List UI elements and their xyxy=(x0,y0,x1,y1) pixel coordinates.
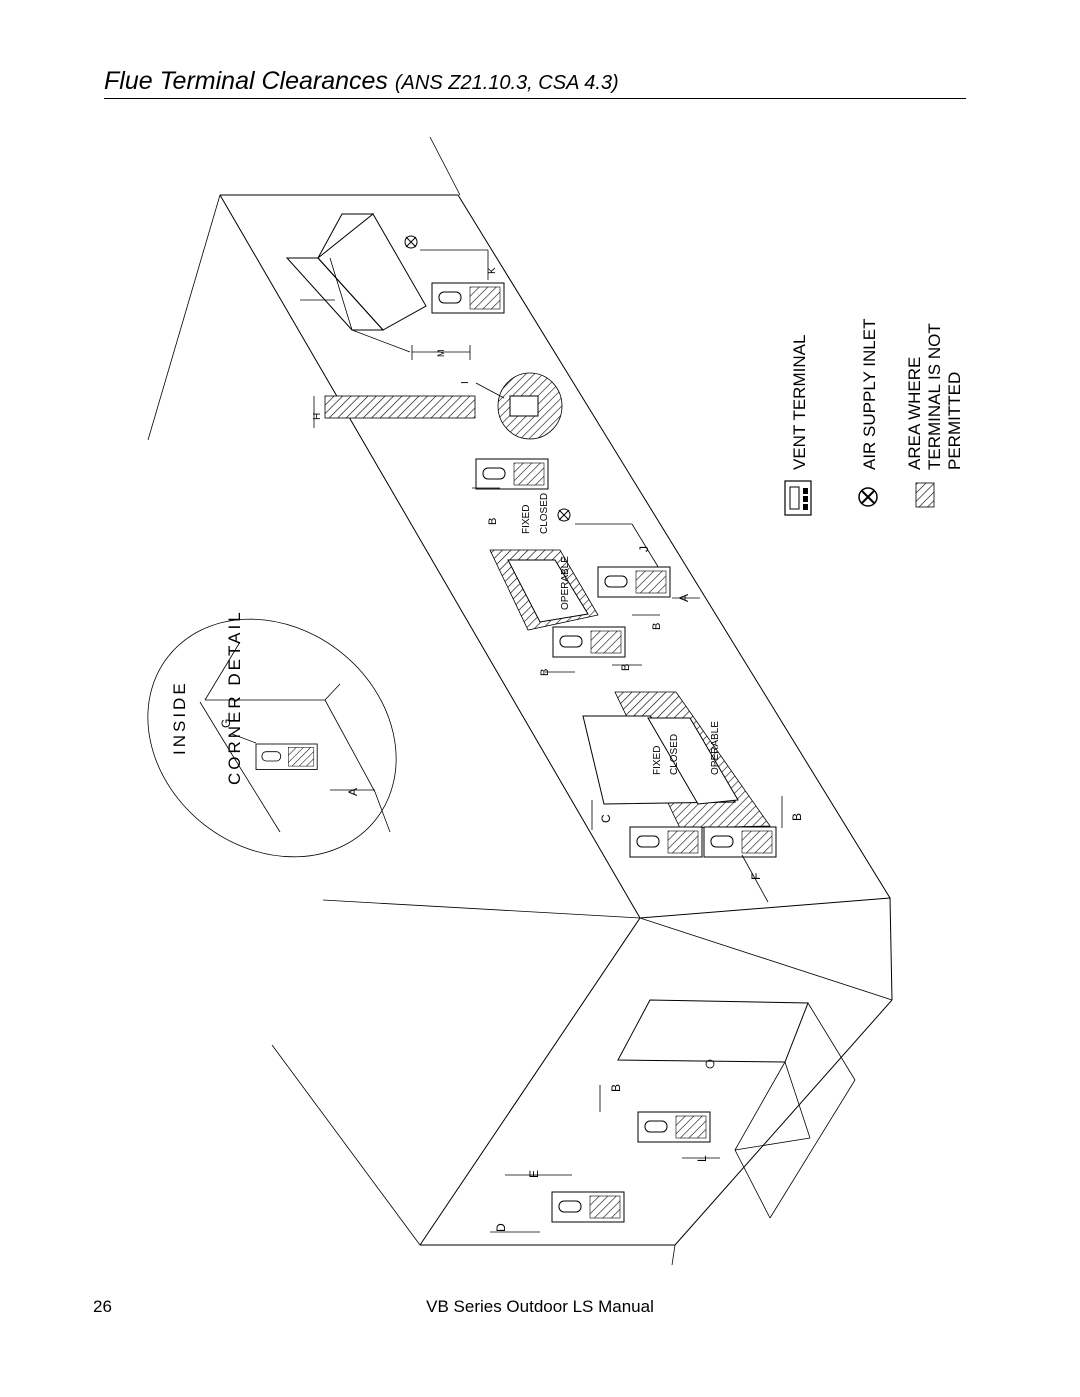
dimension-b-upper: B xyxy=(472,487,500,525)
hatch-area-legend-icon xyxy=(915,482,935,508)
vent-terminal-lower-left xyxy=(629,826,703,858)
label-g: G xyxy=(219,719,233,728)
legend-air-supply-inlet: AIR SUPPLY INLET xyxy=(860,319,879,470)
lower-window-operable: OPERABLE xyxy=(710,721,721,775)
dimensions-lower-wall: B L E D xyxy=(490,1084,720,1233)
meter-zone: H I xyxy=(312,372,563,440)
air-inlet-window: J xyxy=(557,508,661,571)
vent-terminal-upper xyxy=(475,458,549,490)
title-standard: (ANS Z21.10.3, CSA 4.3) xyxy=(394,72,619,94)
label-b-1: B xyxy=(487,518,499,525)
vent-terminal-top xyxy=(431,282,505,314)
label-m: M xyxy=(436,350,446,358)
detail-title-line2: CORNER DETAIL xyxy=(225,609,244,785)
vent-terminal-corner xyxy=(551,1191,625,1223)
upper-window: FIXED CLOSED OPERABLE xyxy=(489,493,599,631)
label-c: C xyxy=(599,814,613,823)
page-title: Flue Terminal Clearances (ANS Z21.10.3, … xyxy=(104,66,966,99)
legend-area-line2: TERMINAL IS NOT xyxy=(925,323,944,470)
label-h: H xyxy=(312,413,323,420)
label-i: I xyxy=(460,381,471,384)
label-b-5: B xyxy=(790,813,804,821)
upper-window-fixed: FIXED xyxy=(521,505,532,534)
label-e: E xyxy=(527,1170,541,1178)
label-b-2: B xyxy=(651,623,663,630)
dimensions-window: A B B B xyxy=(539,594,700,676)
dimensions-lower-window: C B F xyxy=(591,796,804,903)
air-inlet-top: K xyxy=(404,235,498,280)
building-outline xyxy=(147,136,893,1266)
inside-corner-detail: G A INSIDE CORNER DETAIL xyxy=(147,609,397,858)
vent-terminal-window-low xyxy=(552,626,626,658)
label-b-3: B xyxy=(539,669,551,676)
overhang-box xyxy=(285,213,427,353)
detail-title-line1: INSIDE xyxy=(170,680,189,755)
lower-window: FIXED CLOSED OPERABLE xyxy=(582,691,771,829)
dimension-m: M xyxy=(411,345,471,360)
label-k: K xyxy=(487,267,498,274)
label-d: D xyxy=(494,1223,508,1232)
upper-window-closed: CLOSED xyxy=(539,493,550,534)
page-number: 26 xyxy=(93,1297,112,1316)
door-and-porch xyxy=(617,999,856,1219)
vent-terminal-window-right xyxy=(597,566,671,598)
label-b-4: B xyxy=(620,664,632,671)
title-text: Flue Terminal Clearances xyxy=(104,67,388,95)
label-j: J xyxy=(637,546,651,552)
footer-manual-title: VB Series Outdoor LS Manual xyxy=(426,1297,654,1316)
legend: VENT TERMINAL AIR SUPPLY INLET AREA WHER… xyxy=(784,319,964,516)
label-b-6: B xyxy=(609,1084,623,1092)
legend-vent-terminal: VENT TERMINAL xyxy=(790,335,809,470)
vent-terminal-porch xyxy=(637,1111,711,1143)
label-a-2: A xyxy=(346,788,360,796)
lower-window-closed: CLOSED xyxy=(669,734,680,775)
legend-area-line1: AREA WHERE xyxy=(905,357,924,470)
lower-window-fixed: FIXED xyxy=(652,746,663,775)
label-f: F xyxy=(749,873,763,880)
legend-area-line3: PERMITTED xyxy=(945,372,964,470)
upper-window-operable: OPERABLE xyxy=(560,556,571,610)
label-a-1: A xyxy=(677,594,691,602)
vent-terminal-lower-right xyxy=(703,826,777,858)
label-l: L xyxy=(695,1155,709,1162)
